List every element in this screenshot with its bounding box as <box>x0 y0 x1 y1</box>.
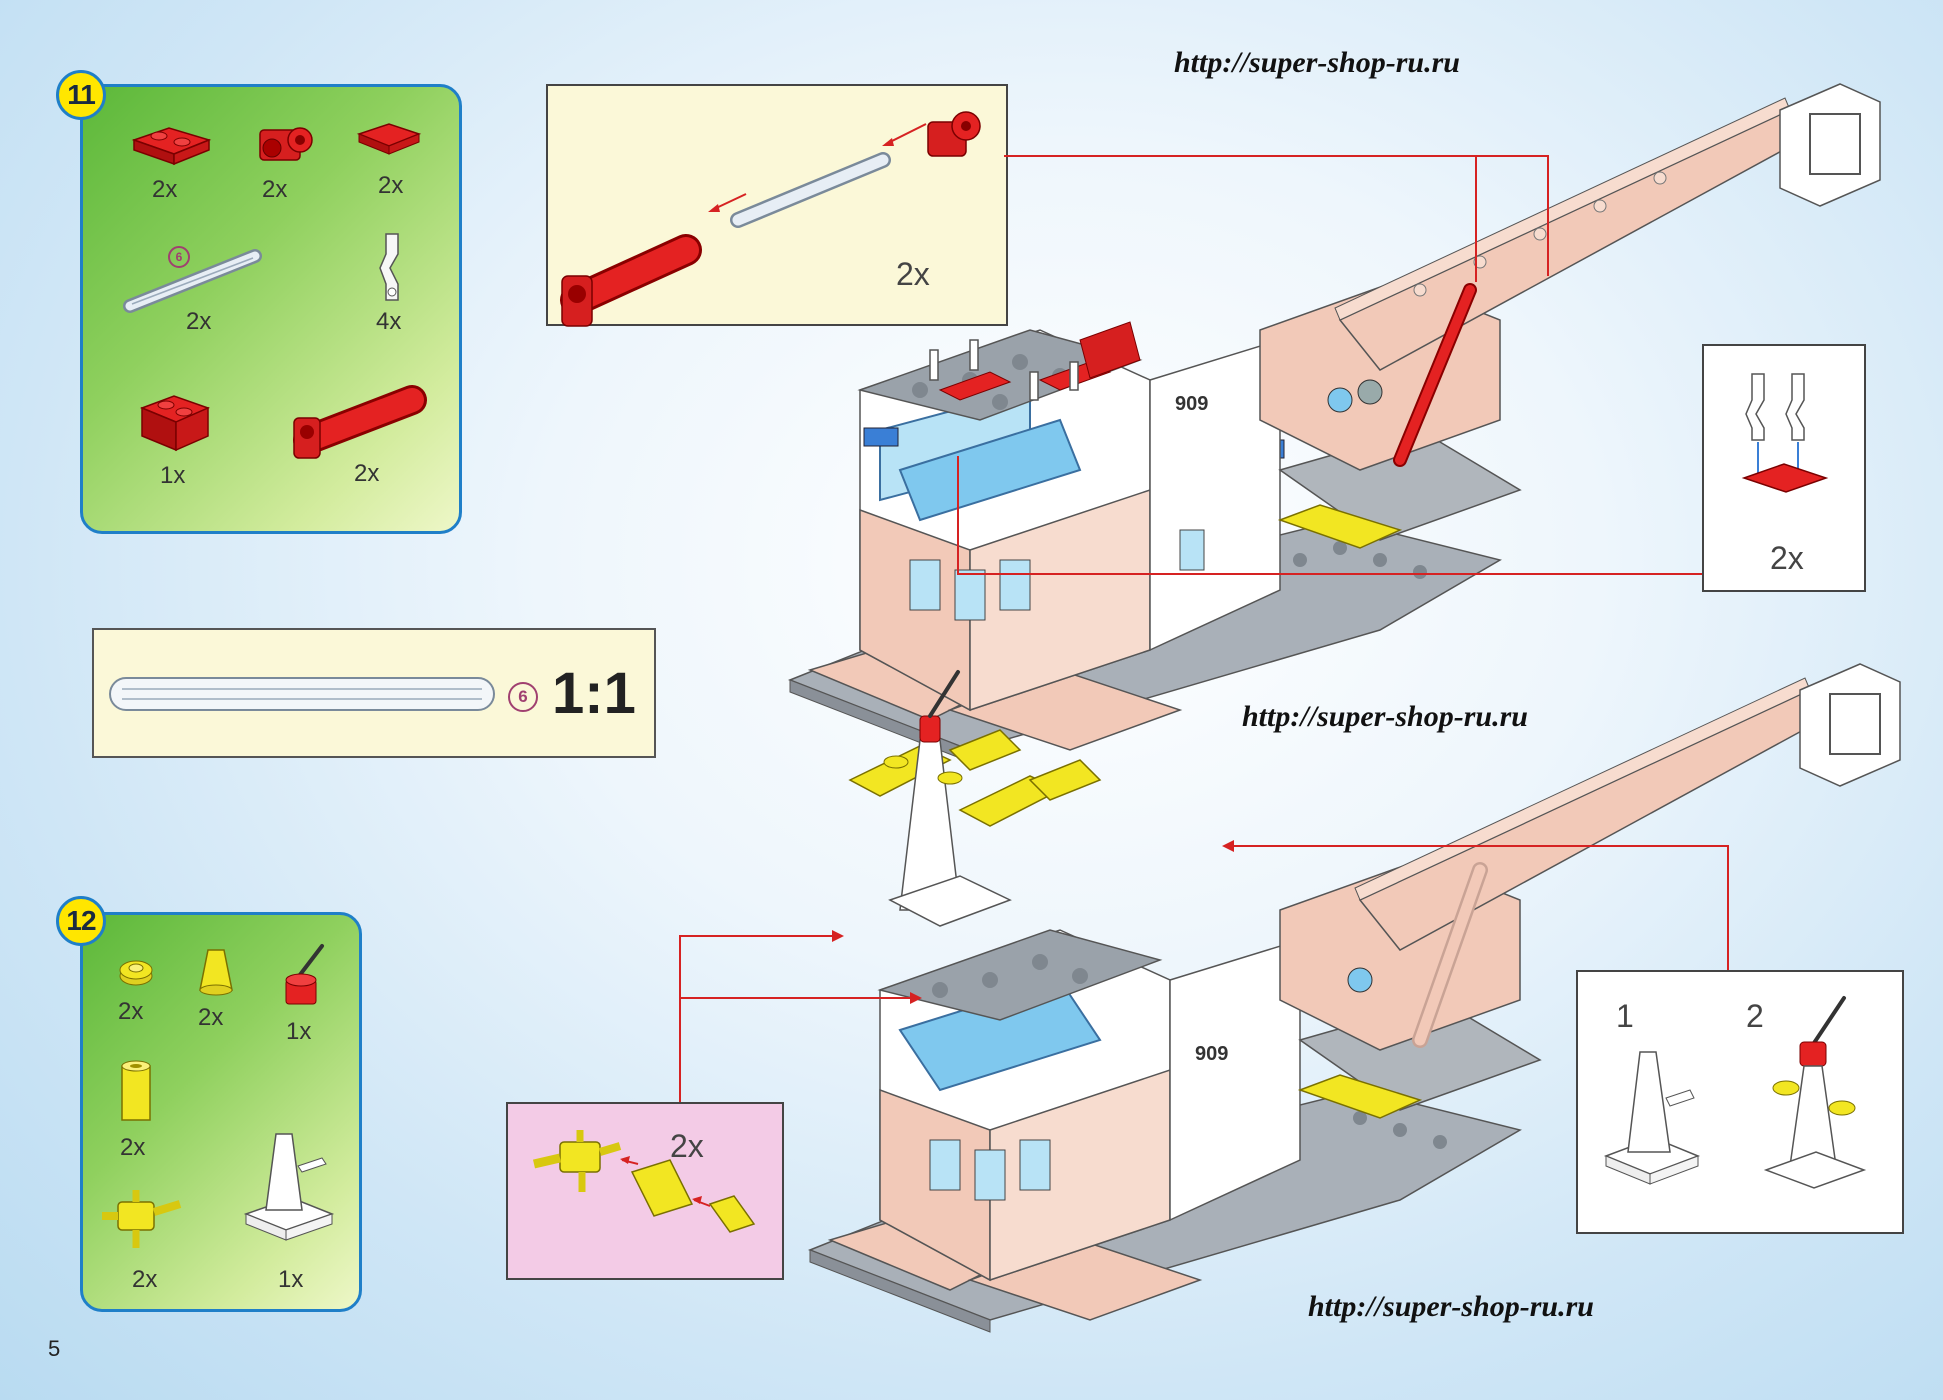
white-mast-with-lever-icon <box>1763 996 1867 1189</box>
step11-qty-1: 2x <box>152 176 178 203</box>
crane-ship-model-step12: 909 <box>807 663 1901 1333</box>
step12-qty-6: 1x <box>278 1266 304 1293</box>
watermark-url-top: http://super-shop-ru.ru <box>1174 46 1460 79</box>
crane-ship-model-step11: 909 <box>787 83 1881 763</box>
svg-text:909: 909 <box>1195 1043 1228 1065</box>
axle-scale-icon <box>109 677 495 711</box>
yellow-cone-icon <box>199 949 233 996</box>
white-mast-icon <box>243 1133 335 1241</box>
red-lever-icon <box>285 944 324 1005</box>
step12-qty-3: 1x <box>286 1018 312 1045</box>
yellow-gun-icon <box>102 1190 182 1248</box>
step12-qty-1: 2x <box>118 998 144 1025</box>
step12-qty-2: 2x <box>198 1004 224 1031</box>
step11-qty-4: 2x <box>186 308 212 335</box>
grey-axle-icon <box>730 152 891 228</box>
callout-step-a: 1 <box>1616 998 1634 1034</box>
scale-size-badge: 6 <box>508 682 538 712</box>
yellow-round-plate-icon <box>119 960 153 986</box>
grey-axle-icon <box>123 249 262 313</box>
step11-qty-3: 2x <box>378 172 404 199</box>
step12-qty-4: 2x <box>120 1134 146 1161</box>
red-brick-icon <box>139 395 211 452</box>
callout-right-qty: 2x <box>1770 540 1804 576</box>
step11-qty-6: 1x <box>160 462 186 489</box>
step12-qty-5: 2x <box>132 1266 158 1293</box>
yellow-cylinder-icon <box>121 1060 151 1121</box>
assembly-arrow <box>708 123 927 212</box>
step11-number: 11 <box>56 70 106 120</box>
scale-ratio: 1:1 <box>552 661 636 726</box>
callout-pink-qty: 2x <box>670 1128 704 1164</box>
callout-step-b: 2 <box>1746 998 1764 1034</box>
white-mast-icon <box>1603 1051 1701 1185</box>
red-tile-icon <box>356 123 422 155</box>
red-connector-icon <box>259 127 313 161</box>
yellow-gun-assembly-icon <box>532 1130 756 1233</box>
step12-number: 12 <box>56 896 106 946</box>
callout-top-qty: 2x <box>896 256 930 292</box>
red-connector-icon <box>927 111 981 157</box>
step11-qty-5: 4x <box>376 308 402 335</box>
white-arm-icon <box>1741 373 1829 493</box>
page-number: 5 <box>48 1336 61 1361</box>
svg-text:909: 909 <box>1175 393 1208 415</box>
red-plate-with-clips-icon <box>131 127 212 166</box>
step11-qty-2: 2x <box>262 176 288 203</box>
red-cylinder-icon <box>560 234 702 327</box>
white-arm-icon <box>379 233 399 301</box>
red-cylinder-icon <box>293 385 427 459</box>
watermark-url-bottom: http://super-shop-ru.ru <box>1308 1290 1594 1323</box>
watermark-url-middle: http://super-shop-ru.ru <box>1242 700 1528 733</box>
step11-qty-7: 2x <box>354 460 380 487</box>
axle-size-badge: 6 <box>168 246 190 268</box>
